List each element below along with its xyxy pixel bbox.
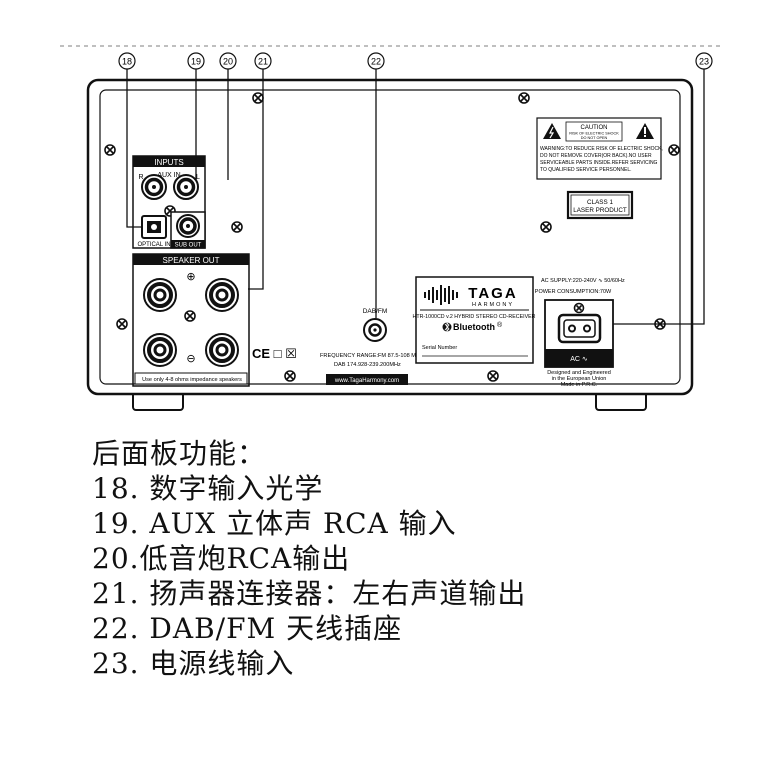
laser-product-inner [570,194,630,216]
warning-line-3: SERVICEABLE PARTS INSIDE.REFER SERVICING [540,160,658,166]
aux-l-label: L [196,174,200,181]
callout-number: 19 [191,57,201,67]
warning-triangle-icon [543,123,561,139]
callout-number: 23 [699,57,709,67]
caption-item-19: 19. AUX 立体声 RCA 输入 [92,507,457,540]
frequency-range-fm: FREQUENCY RANGE:FM 87.5-108 MHz [320,353,423,359]
sub-out-rca-jack[interactable] [170,211,206,249]
website-bar [326,374,408,385]
speaker-terminals[interactable] [143,278,239,367]
screw [518,92,530,104]
caption-item-21: 21. 扬声器连接器：左右声道输出 [92,577,527,610]
screw [231,221,243,233]
caution-subtitle-1: RISK OF ELECTRIC SHOCK [569,132,619,136]
screw [284,370,296,382]
ac-supply-label: AC SUPPLY:220-240V ∿ 50/60Hz [541,278,625,284]
made-in-line-1: Designed and Engineered [547,370,611,376]
callout-number: 20 [223,57,233,67]
caption-item-23: 23. 电源线输入 [92,647,295,680]
plus-symbol: ⊕ [186,271,195,283]
speaker-terminal-left-minus[interactable] [205,333,239,367]
frequency-range-dab: DAB 174.928-239.200MHz [334,362,401,368]
screw [668,144,680,156]
callout-21: 21 [254,52,272,70]
aux-r-label: R [138,174,143,181]
screw [184,310,196,322]
screw [252,92,264,104]
caption-item-18: 18. 数字输入光学 [92,472,324,505]
caution-subtitle-2: DO NOT OPEN [581,136,608,140]
aux-rca-jack-right[interactable] [141,174,167,200]
feature-caption: 后面板功能： 18. 数字输入光学 19. AUX 立体声 RCA 输入 20.… [92,436,752,681]
callout-number: 21 [258,57,268,67]
ac-power-inlet[interactable] [557,313,602,344]
laser-product: LASER PRODUCT [573,207,627,214]
product-label-plate [415,276,534,364]
dab-fm-antenna-jack[interactable] [363,318,387,342]
screw [487,370,499,382]
callout-19: 19 [187,52,205,70]
power-consumption-label: POWER CONSUMPTION:70W [535,289,612,295]
screw [116,318,128,330]
warning-line-2: DO NOT REMOVE COVER(OR BACK).NO USER [540,153,652,159]
bluetooth-label: Bluetooth [453,322,495,332]
model-name: HTR-1000CD v.2 HYBRID STEREO CD-RECEIVER [413,314,536,320]
screw [573,302,585,314]
callout-number: 18 [122,57,132,67]
callout-number: 22 [371,57,381,67]
caption-item-20: 20.低音炮RCA输出 [92,542,351,575]
laser-class: CLASS 1 [587,199,613,206]
warning-line-1: WARNING:TO REDUCE RISK OF ELECTRIC SHOCK… [540,146,663,152]
impedance-box [134,372,248,385]
optical-in-label: OPTICAL IN [137,242,170,248]
callout-23: 23 [695,52,713,70]
bluetooth-icon [442,322,452,332]
speaker-terminal-left-plus[interactable] [205,278,239,312]
speaker-terminal-right-minus[interactable] [143,333,177,367]
rear-panel-diagram: INPUTS AUX IN R L OPTICAL IN SUB OUT SPE… [60,45,720,411]
optical-input-port[interactable] [141,215,167,239]
caution-title-box [565,121,623,142]
registered-mark: ® [497,321,503,329]
serial-number-label: Serial Number [422,345,457,351]
speaker-terminal-right-plus[interactable] [143,278,177,312]
callout-leader-lines [126,69,705,325]
made-in-line-2: in the European Union [552,376,607,382]
aux-rca-jack-left[interactable] [173,174,199,200]
ac-label-bar [545,349,613,367]
sub-out-label: SUB OUT [175,243,202,249]
warning-line-4: TO QUALIFIED SERVICE PERSONNEL. [540,167,632,173]
caution-title: CAUTION [581,125,608,131]
screw [104,144,116,156]
screw [540,221,552,233]
callout-22: 22 [367,52,385,70]
ac-label: AC ∿ [570,356,588,363]
caption-title: 后面板功能： [92,437,267,470]
brand-subtitle: HARMONY [472,302,514,308]
taga-logo-waveform [424,285,458,305]
minus-symbol: ⊖ [186,353,195,365]
speaker-out-title: SPEAKER OUT [163,256,220,265]
aux-in-label: AUX IN [157,172,180,179]
inputs-header [133,156,205,167]
callout-20: 20 [219,52,237,70]
laser-product-label [566,190,634,220]
warning-exclamation-icon [636,123,654,139]
impedance-note: Use only 4-8 ohms impedance speakers [142,377,242,383]
caption-item-22: 22. DAB/FM 天线插座 [92,612,403,645]
compliance-marks: CE □ ☒ [252,346,297,361]
dab-fm-label: DAB/FM [363,308,388,315]
callout-18: 18 [118,52,136,70]
brand-name: TAGA [468,285,517,302]
inputs-title: INPUTS [154,158,183,167]
speaker-out-header [133,254,249,265]
website-label: www.TagaHarmony.com [334,378,399,384]
made-in-line-3: Made in P.R.C. [561,382,598,388]
